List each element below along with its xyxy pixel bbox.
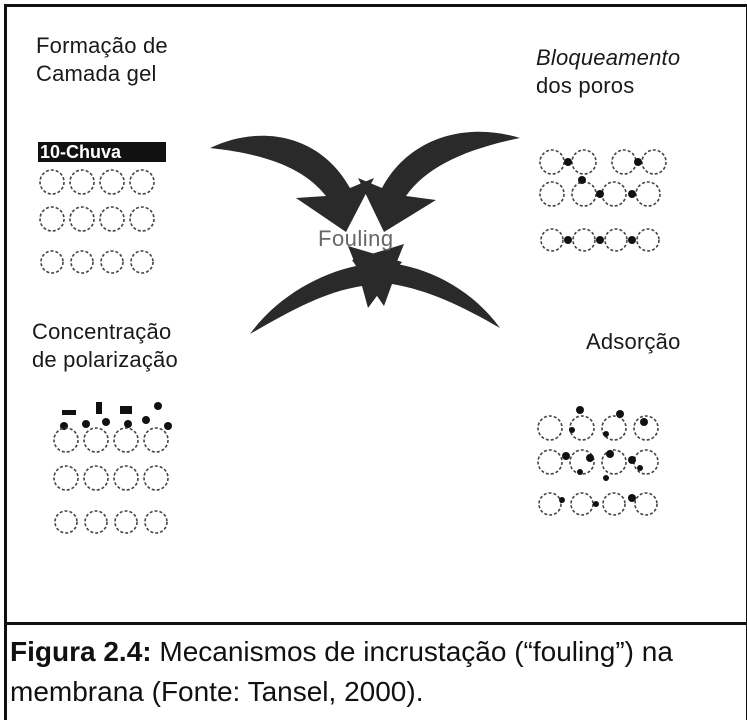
caption-figure-number: Figura 2.4: <box>10 636 152 667</box>
label-pore-line2: dos poros <box>536 73 635 98</box>
label-pore-blocking: Bloqueamento dos poros <box>536 44 680 100</box>
adsorption-diagram <box>537 406 659 516</box>
polarization-particles <box>60 402 172 430</box>
label-conc-line2: de polarização <box>32 347 178 372</box>
caption-text: Mecanismos de incrustação (“fouling”) na… <box>10 636 673 707</box>
gel-layer-band: 10-Chuva <box>38 142 166 162</box>
label-gel-layer: Formação de Camada gel <box>36 32 168 88</box>
fouling-arrows-diagram <box>210 131 520 334</box>
gel-layer-overlay-text: 10-Chuva <box>40 142 122 162</box>
fouling-label: Fouling <box>318 226 394 251</box>
figure-caption: Figura 2.4: Mecanismos de incrustação (“… <box>10 632 740 712</box>
arrow-bottom-right <box>352 244 500 328</box>
label-conc-line1: Concentração <box>32 319 172 344</box>
gel-pores <box>39 169 155 274</box>
label-ads-line1: Adsorção <box>586 329 681 354</box>
polarization-diagram <box>53 402 172 534</box>
fouling-arrows <box>210 131 520 334</box>
label-concentration-polarization: Concentração de polarização <box>32 318 178 374</box>
label-pore-line1: Bloqueamento <box>536 45 681 70</box>
caption-divider <box>4 622 747 625</box>
gel-layer-diagram: 10-Chuva <box>38 142 166 274</box>
arrow-top-right <box>358 131 520 232</box>
label-adsorption: Adsorção <box>586 328 681 356</box>
polarization-pores <box>53 427 169 534</box>
pore-blocking-pores <box>539 149 667 252</box>
arrow-top-left <box>210 135 374 232</box>
label-gel-line1: Formação de <box>36 33 168 58</box>
adsorption-particles <box>559 406 648 507</box>
pore-blocking-particles <box>564 158 642 244</box>
pore-blocking-diagram <box>539 149 667 252</box>
label-gel-line2: Camada gel <box>36 61 157 86</box>
